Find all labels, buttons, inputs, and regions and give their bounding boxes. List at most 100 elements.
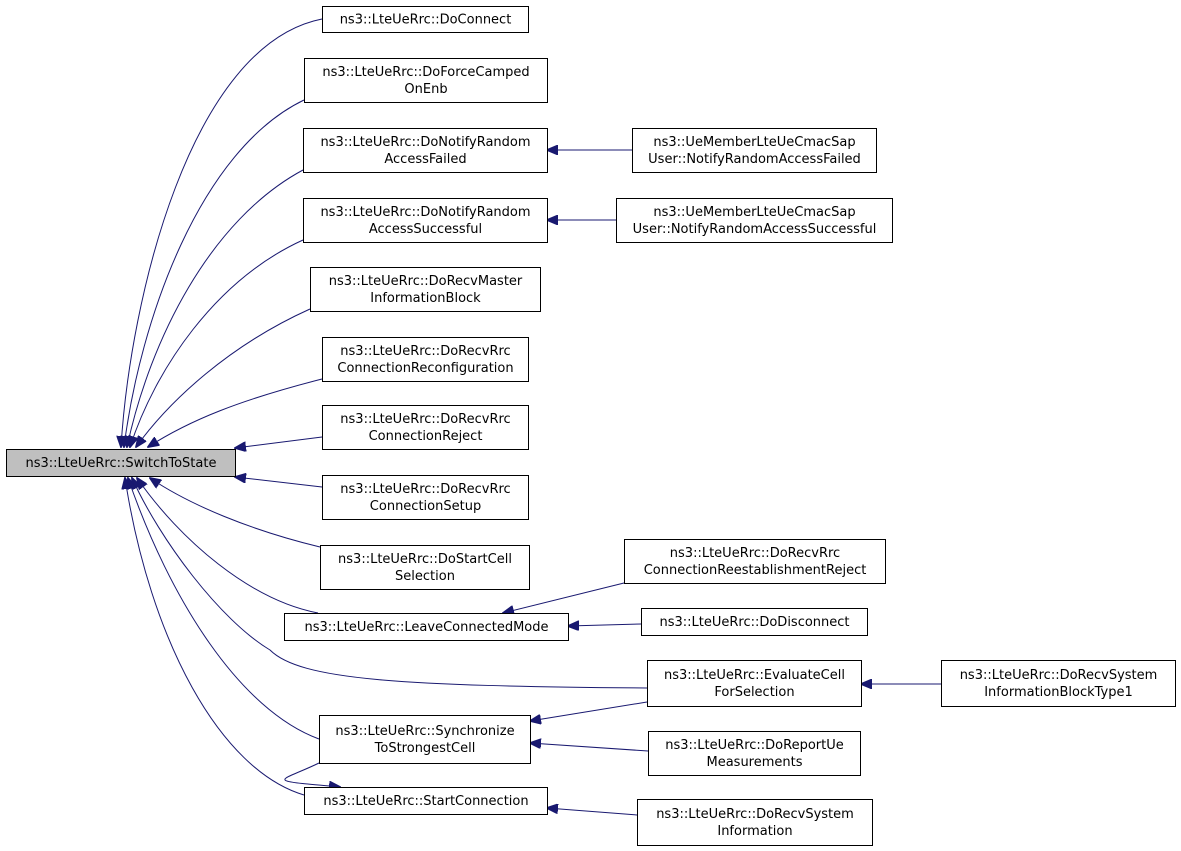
node-box: [320, 545, 530, 590]
node-label-line: Information: [717, 824, 792, 839]
node-label-line: ns3::LteUeRrc::DoReportUe: [665, 738, 843, 753]
node-box: [322, 6, 529, 33]
node-box: [616, 198, 893, 243]
node-label-line: ns3::LteUeRrc::DoRecvRrc: [340, 344, 510, 359]
node-box: [637, 799, 873, 846]
edge-leave_connected-to-switch_to_state: [137, 478, 319, 614]
edge-evaluate_cell-to-synchronize: [530, 701, 648, 721]
edge-do_connect-to-switch_to_state: [121, 18, 323, 447]
node-label-line: User::NotifyRandomAccessFailed: [648, 152, 861, 167]
edges-layer: [121, 18, 941, 816]
node-label-line: ns3::LteUeRrc::DoRecvRrc: [340, 482, 510, 497]
node-label-line: ns3::UeMemberLteUeCmacSap: [653, 205, 855, 220]
node-cmac-ra-failed[interactable]: ns3::UeMemberLteUeCmacSapUser::NotifyRan…: [632, 128, 877, 173]
edge-start_connection-to-switch_to_state: [125, 478, 305, 796]
node-label-line: ns3::LteUeRrc::DoRecvSystem: [656, 807, 854, 822]
edge-do_recv_setup-to-switch_to_state: [235, 477, 323, 488]
node-box: [322, 405, 529, 450]
edge-do_report_ue-to-synchronize: [530, 743, 649, 752]
node-box: [632, 128, 877, 173]
node-label-line: ConnectionReconfiguration: [337, 361, 513, 376]
edge-do_start_cell_sel-to-switch_to_state: [150, 478, 321, 548]
edge-synchronize-to-switch_to_state: [128, 478, 320, 740]
edge-do_disconnect-to-leave_connected: [568, 624, 642, 626]
node-label-line: ConnectionReject: [369, 429, 483, 444]
edge-do_recv_mib-to-switch_to_state: [136, 308, 311, 447]
node-label-line: ns3::UeMemberLteUeCmacSap: [653, 135, 855, 150]
node-box: [284, 613, 569, 641]
node-do-recv-reest-reject[interactable]: ns3::LteUeRrc::DoRecvRrcConnectionReesta…: [624, 539, 886, 584]
node-label-line: ns3::LteUeRrc::StartConnection: [323, 794, 528, 809]
node-label-line: InformationBlock: [370, 291, 481, 306]
node-label-line: ns3::LteUeRrc::DoConnect: [340, 13, 512, 28]
edge-do_recv_si-to-start_connection: [547, 808, 638, 816]
node-label-line: ns3::LteUeRrc::DoForceCamped: [322, 65, 529, 80]
node-label-line: ConnectionReestablishmentReject: [644, 563, 867, 578]
node-leave-connected[interactable]: ns3::LteUeRrc::LeaveConnectedMode: [284, 613, 569, 641]
node-switch-to-state[interactable]: ns3::LteUeRrc::SwitchToState: [6, 449, 236, 477]
node-box: [6, 449, 236, 477]
node-label-line: ConnectionSetup: [370, 499, 481, 514]
node-label-line: ns3::LteUeRrc::DoDisconnect: [659, 615, 849, 630]
node-label-line: ns3::LteUeRrc::DoRecvSystem: [960, 668, 1158, 683]
node-box: [304, 58, 548, 103]
nodes-layer: ns3::LteUeRrc::SwitchToStatens3::LteUeRr…: [6, 6, 1176, 846]
node-box: [648, 731, 861, 776]
node-do-connect[interactable]: ns3::LteUeRrc::DoConnect: [322, 6, 529, 33]
node-do-notify-ra-failed[interactable]: ns3::LteUeRrc::DoNotifyRandomAccessFaile…: [303, 128, 548, 173]
node-do-recv-sib1[interactable]: ns3::LteUeRrc::DoRecvSystemInformationBl…: [941, 660, 1176, 707]
node-box: [319, 715, 531, 764]
node-box: [304, 787, 548, 815]
node-label-line: ns3::LteUeRrc::EvaluateCell: [664, 668, 845, 683]
node-do-recv-mib[interactable]: ns3::LteUeRrc::DoRecvMasterInformationBl…: [310, 267, 541, 312]
edge-evaluate_cell-to-switch_to_state: [132, 478, 648, 689]
node-label-line: ns3::LteUeRrc::DoRecvRrc: [340, 412, 510, 427]
node-label-line: OnEnb: [404, 82, 447, 97]
node-label-line: ns3::LteUeRrc::LeaveConnectedMode: [305, 620, 549, 635]
node-cmac-ra-success[interactable]: ns3::UeMemberLteUeCmacSapUser::NotifyRan…: [616, 198, 893, 243]
node-label-line: ns3::LteUeRrc::SwitchToState: [26, 456, 217, 471]
node-box: [322, 337, 529, 382]
node-label-line: InformationBlockType1: [984, 685, 1133, 700]
node-label-line: ns3::LteUeRrc::DoNotifyRandom: [320, 135, 530, 150]
node-synchronize[interactable]: ns3::LteUeRrc::SynchronizeToStrongestCel…: [319, 715, 531, 764]
node-label-line: User::NotifyRandomAccessSuccessful: [633, 222, 877, 237]
node-label-line: AccessSuccessful: [369, 222, 482, 237]
node-box: [303, 128, 548, 173]
node-label-line: ns3::LteUeRrc::DoRecvRrc: [670, 546, 840, 561]
edge-do_notify_ra_failed-to-switch_to_state: [127, 169, 304, 447]
edge-do_recv_reject-to-switch_to_state: [235, 436, 323, 448]
node-label-line: Measurements: [706, 755, 802, 770]
node-label-line: ns3::LteUeRrc::DoRecvMaster: [329, 274, 523, 289]
node-label-line: Selection: [395, 569, 455, 584]
node-box: [641, 608, 868, 636]
node-box: [322, 475, 529, 520]
node-start-connection[interactable]: ns3::LteUeRrc::StartConnection: [304, 787, 548, 815]
node-label-line: ToStrongestCell: [374, 741, 476, 756]
node-box: [647, 660, 862, 707]
node-do-recv-reconfig[interactable]: ns3::LteUeRrc::DoRecvRrcConnectionReconf…: [322, 337, 529, 382]
edge-do_notify_ra_success-to-switch_to_state: [130, 239, 304, 447]
node-box: [303, 198, 548, 243]
node-do-notify-ra-success[interactable]: ns3::LteUeRrc::DoNotifyRandomAccessSucce…: [303, 198, 548, 243]
edge-do_recv_reconfig-to-switch_to_state: [148, 378, 323, 447]
node-label-line: ns3::LteUeRrc::DoStartCell: [338, 552, 512, 567]
edge-synchronize-to-start_connection: [284, 762, 340, 787]
node-label-line: ForSelection: [714, 685, 794, 700]
node-do-disconnect[interactable]: ns3::LteUeRrc::DoDisconnect: [641, 608, 868, 636]
node-label-line: AccessFailed: [384, 152, 466, 167]
edge-do_recv_reest_reject-to-leave_connected: [503, 582, 625, 613]
node-box: [310, 267, 541, 312]
edge-do_force_camped-to-switch_to_state: [124, 99, 305, 447]
node-label-line: ns3::LteUeRrc::DoNotifyRandom: [320, 205, 530, 220]
node-box: [941, 660, 1176, 707]
node-label-line: ns3::LteUeRrc::Synchronize: [335, 724, 514, 739]
